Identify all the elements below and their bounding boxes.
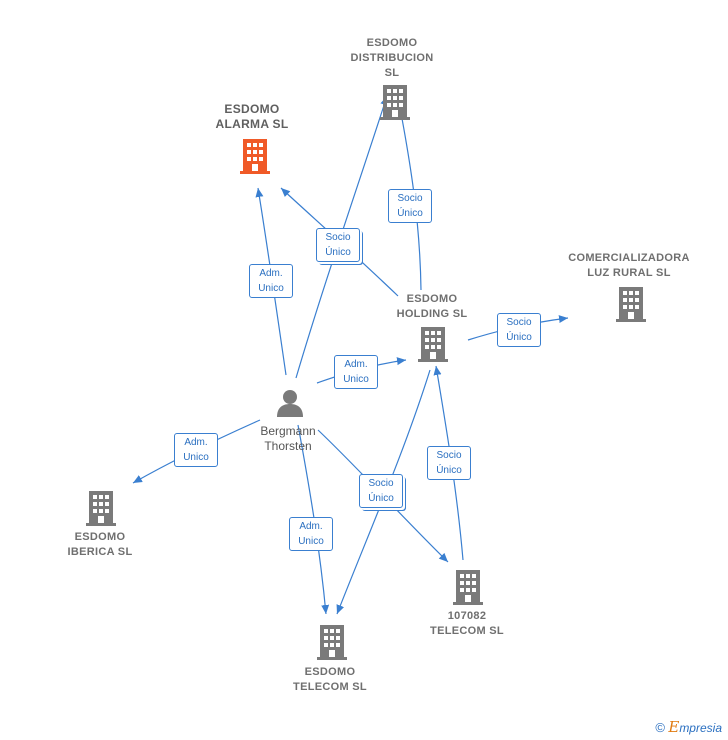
edge-label-adm-unico[interactable]: Adm. Unico <box>334 355 378 389</box>
building-icon[interactable] <box>453 569 483 610</box>
building-icon[interactable] <box>616 286 646 327</box>
copyright-icon: © <box>655 720 666 735</box>
person-icon[interactable] <box>276 388 304 423</box>
node-label-esdomo-alarma[interactable]: ESDOMO ALARMA SL <box>215 102 289 131</box>
edge-label-socio-unico[interactable]: Socio Único <box>388 189 432 223</box>
node-label-esdomo-holding[interactable]: ESDOMO HOLDING SL <box>396 293 468 320</box>
node-label-bergmann-thorsten[interactable]: Bergmann Thorsten <box>260 424 316 453</box>
building-icon[interactable] <box>418 326 448 367</box>
building-icon-shape <box>86 491 116 526</box>
edge-label-socio-unico[interactable]: Socio Único <box>497 313 541 347</box>
node-label-esdomo-distribucion[interactable]: ESDOMO DISTRIBUCION SL <box>350 37 434 79</box>
edge-label-socio-unico[interactable]: Socio Único <box>316 228 360 262</box>
building-icon-shape <box>418 327 448 362</box>
node-label-esdomo-telecom[interactable]: ESDOMO TELECOM SL <box>293 666 367 693</box>
building-icon-shape <box>453 570 483 605</box>
building-icon-shape <box>616 287 646 322</box>
brand-name: mpresia <box>679 721 722 735</box>
brand-initial: E <box>668 718 680 736</box>
footer-brand: © Empresia <box>655 718 722 736</box>
building-icon-shape <box>317 625 347 660</box>
building-icon-shape <box>380 85 410 120</box>
building-icon[interactable] <box>317 624 347 665</box>
edge-label-socio-unico[interactable]: Socio Único <box>359 474 403 508</box>
building-icon-shape <box>240 139 270 174</box>
building-icon[interactable] <box>86 490 116 531</box>
node-label-107082-telecom[interactable]: 107082 TELECOM SL <box>430 610 504 637</box>
node-label-comercializadora[interactable]: COMERCIALIZADORA LUZ RURAL SL <box>568 252 690 279</box>
building-icon[interactable] <box>380 84 410 125</box>
edge-label-adm-unico[interactable]: Adm. Unico <box>174 433 218 467</box>
node-label-esdomo-iberica[interactable]: ESDOMO IBERICA SL <box>67 531 133 558</box>
edge-label-socio-unico[interactable]: Socio Único <box>427 446 471 480</box>
edge-label-adm-unico[interactable]: Adm. Unico <box>249 264 293 298</box>
edge-label-adm-unico[interactable]: Adm. Unico <box>289 517 333 551</box>
person-icon-shape <box>277 390 303 417</box>
building-icon[interactable] <box>240 138 270 179</box>
